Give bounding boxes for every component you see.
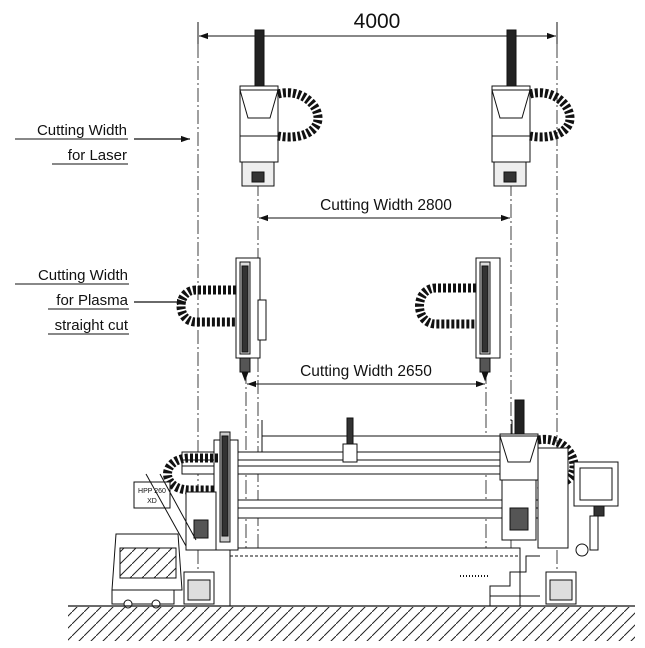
plasma-label-line2: for Plasma [56,292,128,309]
plasma-width-value: Cutting Width 2650 [300,363,432,380]
plasma-torch-right [415,257,501,382]
laser-label-line1: Cutting Width [37,122,127,139]
overall-dimension: 4000 [197,10,558,44]
laser-width-dimension: Cutting Width 2800 [259,197,510,222]
plasma-torch-left [176,257,267,382]
overall-dimension-value: 4000 [354,10,401,33]
laser-head-left [239,29,323,187]
plasma-label-line1: Cutting Width [38,267,128,284]
machine-badge-line1: HPP 260 [138,488,166,495]
ground [68,605,635,641]
laser-label-line2: for Laser [68,147,127,164]
plasma-label: Cutting Width for Plasma straight cut [15,267,186,335]
machine-badge-line2: XD [147,498,157,505]
laser-head-right [491,29,575,187]
laser-width-value: Cutting Width 2800 [320,197,452,214]
laser-label: Cutting Width for Laser [15,122,190,165]
plasma-label-line3: straight cut [55,317,129,334]
cutting-machine: HPP 260 XD [111,399,619,609]
plasma-width-dimension: Cutting Width 2650 [247,363,485,388]
